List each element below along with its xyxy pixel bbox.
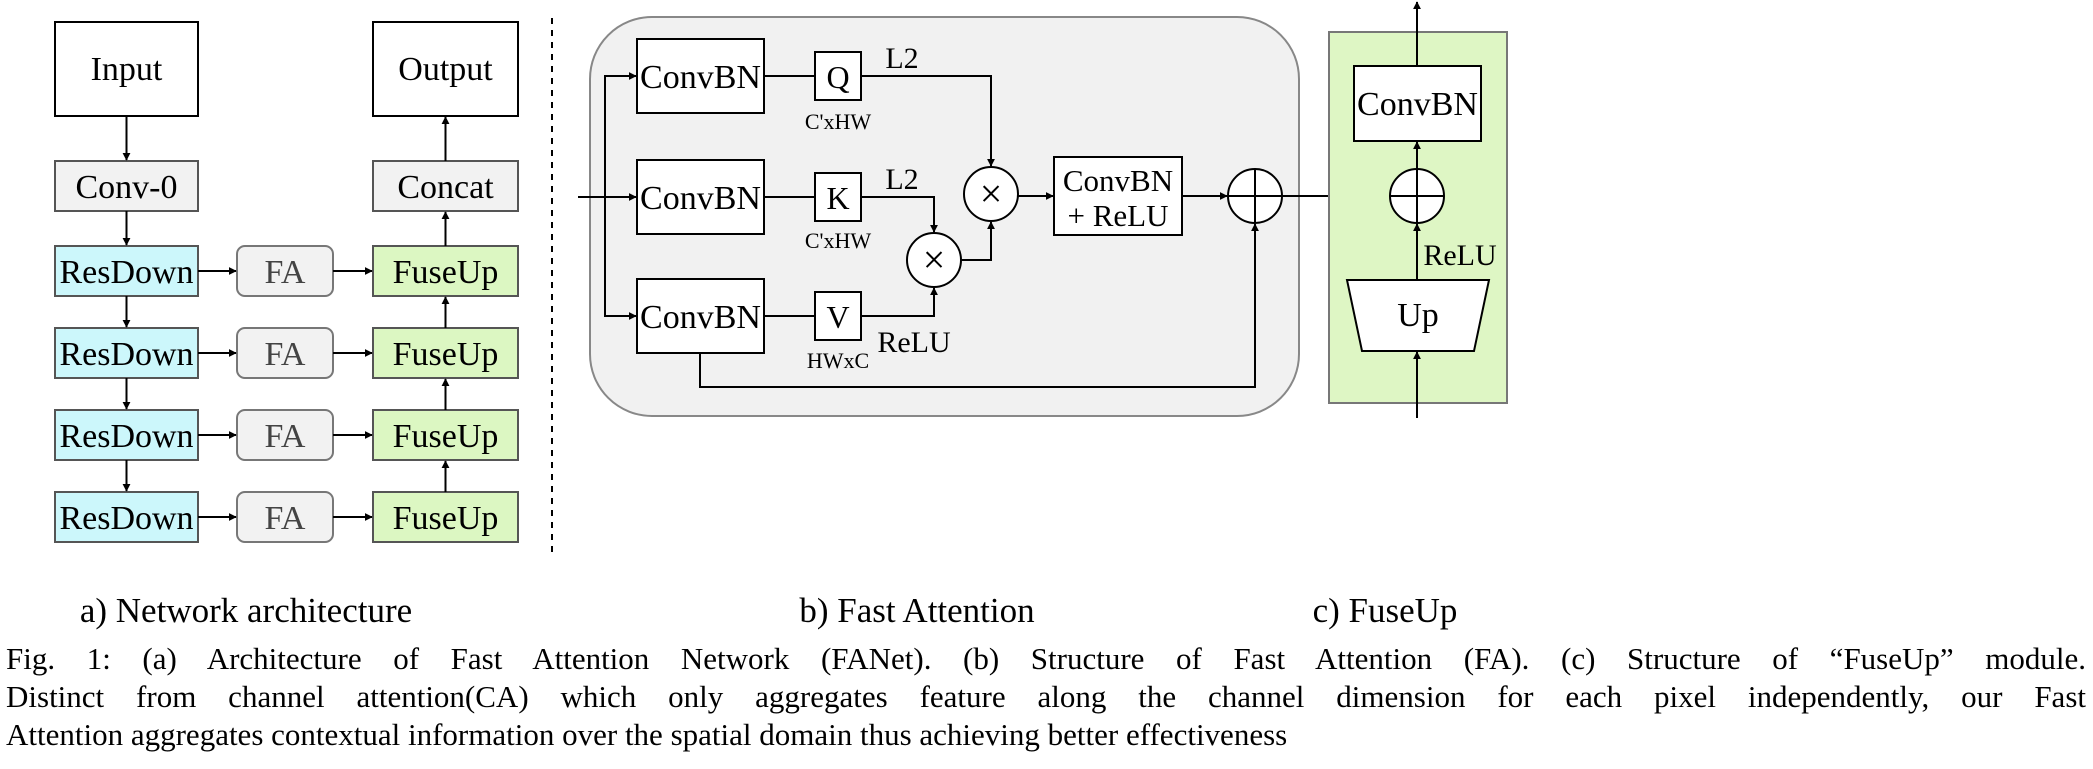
input-box: [54, 21, 199, 117]
convbn-label-q: ConvBN: [640, 59, 761, 96]
concat-label: Concat: [397, 169, 494, 206]
q-dim-label: C'xHW: [805, 109, 872, 134]
multiply-circle-q: [963, 166, 1019, 222]
v-dim-label: HWxC: [807, 348, 869, 373]
q-l2-label: L2: [885, 42, 918, 75]
convbn-box-k: [636, 159, 765, 235]
resdown-box-4: [54, 491, 199, 543]
convbn-relu-label-1: ConvBN: [1063, 163, 1173, 198]
panel-c-caption: c) FuseUp: [1313, 591, 1458, 630]
resdown-label-2: ResDown: [59, 336, 193, 373]
fuseup-convbn-label: ConvBN: [1357, 86, 1478, 123]
concat-box: [372, 160, 519, 212]
fuseup-box-1: [372, 245, 519, 297]
q-label: Q: [826, 59, 849, 95]
v-relu-label: ReLU: [877, 326, 951, 359]
multiply-sign-kv: ×: [923, 237, 946, 282]
fa-label-1: FA: [265, 254, 306, 291]
panel-fuseup: ConvBN Up ReLU c) FuseUp: [1313, 1, 1508, 630]
fa-label-2: FA: [265, 336, 306, 373]
k-label: K: [826, 180, 849, 216]
v-label: V: [826, 299, 849, 335]
conv0-label: Conv-0: [76, 169, 178, 206]
convbn-box-q: [636, 38, 765, 114]
k-dim-label: C'xHW: [805, 228, 872, 253]
convbn-label-k: ConvBN: [640, 180, 761, 217]
fa-label-3: FA: [265, 418, 306, 455]
fuseup-box-3: [372, 409, 519, 461]
convbn-relu-box: [1053, 156, 1183, 236]
panel-network-architecture: Input Output Conv-0 Concat ResDown FA Fu…: [54, 21, 519, 630]
caption-line-3: Attention aggregates contextual informat…: [6, 717, 1288, 752]
fa-label-4: FA: [265, 500, 306, 537]
panel-a-caption: a) Network architecture: [80, 591, 412, 630]
resdown-label-3: ResDown: [59, 418, 193, 455]
figure-caption: Fig. 1: (a) Architecture of Fast Attenti…: [6, 640, 2086, 754]
convbn-relu-label-2: + ReLU: [1068, 198, 1169, 233]
caption-line-1: Fig. 1: (a) Architecture of Fast Attenti…: [6, 641, 2086, 676]
input-label: Input: [91, 51, 163, 88]
caption-line-2: Distinct from channel attention(CA) whic…: [6, 679, 2086, 714]
fuseup-box-2: [372, 327, 519, 379]
panel-fast-attention: ConvBN ConvBN ConvBN Q K V C'xHW C'xHW H…: [578, 16, 1390, 630]
multiply-sign-q: ×: [980, 171, 1003, 216]
fuseup-label-2: FuseUp: [393, 336, 499, 373]
panel-b-caption: b) Fast Attention: [799, 591, 1034, 630]
output-box: [372, 21, 519, 117]
fuseup-label-1: FuseUp: [393, 254, 499, 291]
fuseup-label-3: FuseUp: [393, 418, 499, 455]
architecture-diagram: Input Output Conv-0 Concat ResDown FA Fu…: [54, 1, 1508, 630]
resdown-label-4: ResDown: [59, 500, 193, 537]
add-sign-fuseup: [1390, 169, 1444, 223]
resdown-label-1: ResDown: [59, 254, 193, 291]
fuseup-label-4: FuseUp: [393, 500, 499, 537]
panel-a-arrows: [122, 116, 450, 521]
add-sign-fa: [1228, 169, 1282, 223]
up-label: Up: [1397, 297, 1439, 334]
fuseup-relu-label: ReLU: [1423, 239, 1497, 272]
up-trapezoid: [1345, 279, 1491, 352]
k-l2-label: L2: [885, 163, 918, 196]
output-label: Output: [398, 51, 493, 88]
convbn-label-v: ConvBN: [640, 299, 761, 336]
fuseup-box-4: [372, 491, 519, 543]
